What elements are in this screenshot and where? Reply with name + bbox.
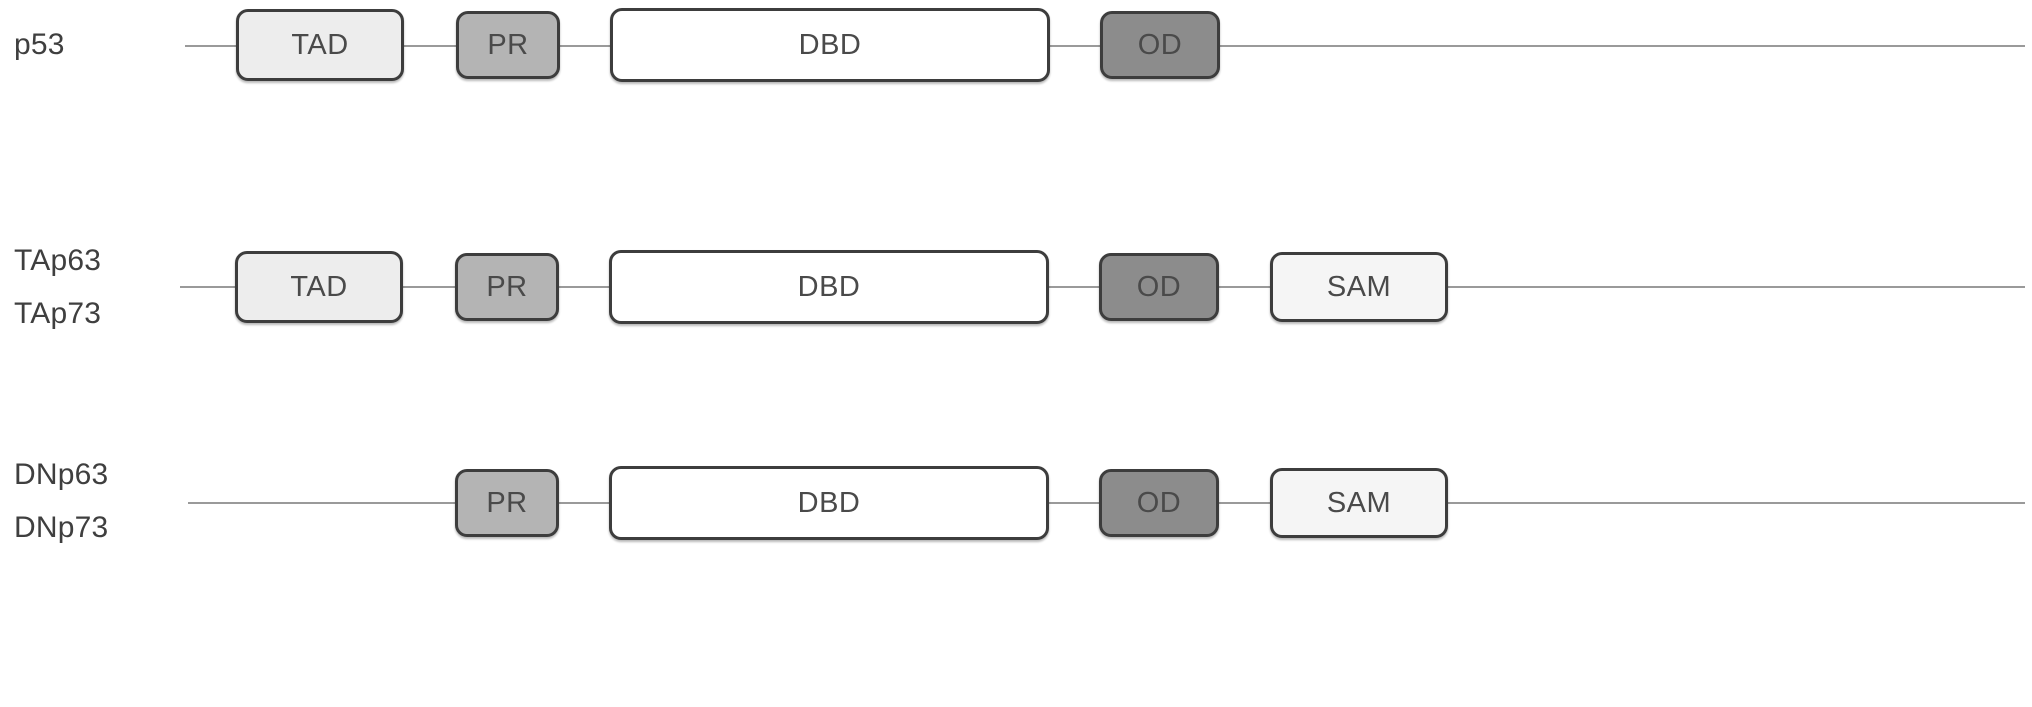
- domain-label: TAD: [290, 270, 348, 303]
- domain-box-od-DNp63-DNp73[interactable]: OD: [1099, 469, 1219, 537]
- domain-label: SAM: [1326, 270, 1392, 303]
- protein-label: TAp63: [14, 244, 102, 277]
- domain-label: PR: [486, 270, 528, 303]
- domain-label: OD: [1136, 270, 1182, 303]
- domain-box-od-p53[interactable]: OD: [1100, 11, 1220, 79]
- domain-box-od-TAp63-TAp73[interactable]: OD: [1099, 253, 1219, 321]
- domain-label: DBD: [797, 486, 861, 519]
- domain-label: TAD: [291, 28, 349, 61]
- domain-box-pr-DNp63-DNp73[interactable]: PR: [455, 469, 559, 537]
- domain-label: DBD: [797, 270, 861, 303]
- domain-box-pr-p53[interactable]: PR: [456, 11, 560, 79]
- domain-label: OD: [1137, 28, 1183, 61]
- domain-box-tad-p53[interactable]: TAD: [236, 9, 404, 81]
- protein-label: TAp73: [14, 297, 102, 330]
- domain-box-dbd-DNp63-DNp73[interactable]: DBD: [609, 466, 1049, 540]
- domain-box-pr-TAp63-TAp73[interactable]: PR: [455, 253, 559, 321]
- domain-label: SAM: [1326, 486, 1392, 519]
- protein-label: DNp73: [14, 511, 109, 544]
- protein-name-labels-p53: p53: [14, 18, 204, 71]
- domain-box-sam-TAp63-TAp73[interactable]: SAM: [1270, 252, 1448, 322]
- domain-label: OD: [1136, 486, 1182, 519]
- domain-box-sam-DNp63-DNp73[interactable]: SAM: [1270, 468, 1448, 538]
- domain-label: DBD: [798, 28, 862, 61]
- domain-box-dbd-TAp63-TAp73[interactable]: DBD: [609, 250, 1049, 324]
- domain-box-dbd-p53[interactable]: DBD: [610, 8, 1050, 82]
- domain-label: PR: [486, 486, 528, 519]
- domain-box-tad-TAp63-TAp73[interactable]: TAD: [235, 251, 403, 323]
- protein-label: p53: [14, 28, 65, 61]
- domain-label: PR: [487, 28, 529, 61]
- protein-label: DNp63: [14, 458, 109, 491]
